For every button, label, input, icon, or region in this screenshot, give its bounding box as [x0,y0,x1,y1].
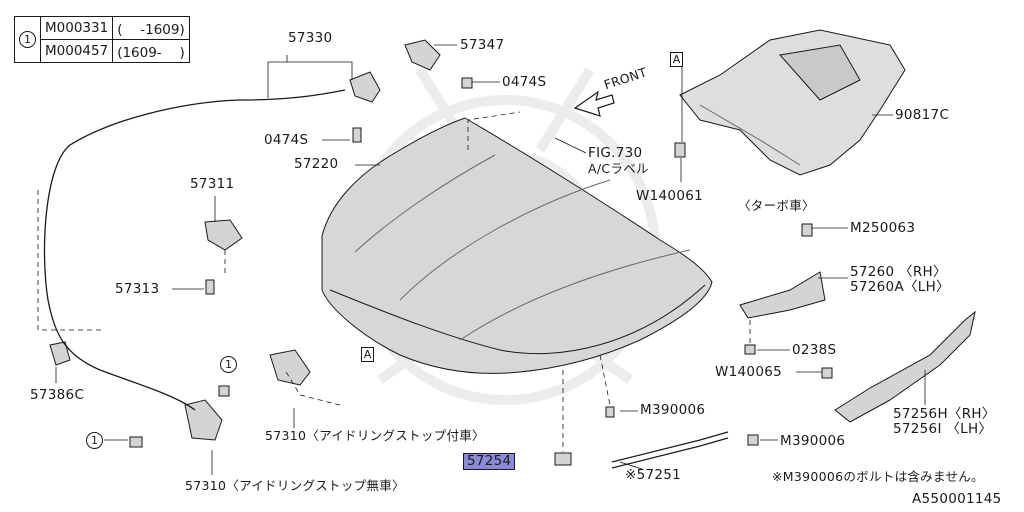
footnote: ※M390006のボルトは含みません。 [772,469,984,484]
marker-a-box: A [670,52,683,67]
part-label-57386c[interactable]: 57386C [30,387,85,403]
front-arrow [573,90,615,117]
part-label-57260[interactable]: 57260 〈RH〉 [850,264,947,280]
seal-strip [834,310,976,423]
legend-range: ( -1609) [112,16,190,40]
release-cable [43,89,346,411]
legend-table: 1 M000331 ( -1609) M000457 (1609- ) [14,16,190,63]
diagram-id: A550001145 [912,491,1002,507]
part-label-57330[interactable]: 57330 [288,30,333,46]
part-label-m390006[interactable]: M390006 [640,402,706,418]
small-parts [49,39,833,466]
marker-one-icon: 1 [220,356,237,373]
part-label-57251[interactable]: ※57251 [625,467,682,483]
marker-a-box: A [361,347,374,362]
fig-reference-sub: A/Cラベル [588,161,649,176]
part-label-57260a[interactable]: 57260A〈LH〉 [850,279,950,295]
part-label-57311[interactable]: 57311 [190,176,235,192]
legend-marker-cell: 1 [14,16,41,63]
part-label-m390006[interactable]: M390006 [780,433,846,449]
undercover-panel [679,29,906,176]
part-label-0238s[interactable]: 0238S [792,342,837,358]
legend-row: 1 M000331 ( -1609) [14,16,190,63]
leader-lines [55,44,926,475]
part-label-57220[interactable]: 57220 [294,156,339,172]
part-label-w140065[interactable]: W140065 [715,364,782,380]
part-label-57313[interactable]: 57313 [115,281,160,297]
turbo-note: 〈ターボ車〉 [738,198,815,213]
part-label-57256h[interactable]: 57256H〈RH〉 [893,406,996,422]
part-label-0474s[interactable]: 0474S [264,132,309,148]
marker-one-icon: 1 [19,31,36,48]
legend-code: M000457 [39,39,114,63]
part-label-w140061[interactable]: W140061 [636,188,703,204]
legend-row: M000457 (1609- ) [15,39,190,63]
fig-reference[interactable]: FIG.730 [588,145,643,161]
legend-code: M000331 [39,16,114,40]
legend-range: (1609- ) [112,39,190,63]
marker-one-icon: 1 [86,432,103,449]
part-label-90817c[interactable]: 90817C [895,107,950,123]
hood-panel [321,117,713,374]
part-label-57347[interactable]: 57347 [460,37,505,53]
guide-lines [37,111,751,452]
part-label-57310-with-idle-stop[interactable]: 57310〈アイドリングストップ付車〉 [265,428,485,443]
part-label-0474s[interactable]: 0474S [502,74,547,90]
part-label-57256i[interactable]: 57256I 〈LH〉 [893,421,993,437]
part-label-57310-without-idle-stop[interactable]: 57310〈アイドリングストップ無車〉 [185,478,405,493]
part-label-57254-highlighted[interactable]: 57254 [463,453,516,470]
part-label-m250063[interactable]: M250063 [850,220,916,236]
gas-strut [611,431,729,469]
